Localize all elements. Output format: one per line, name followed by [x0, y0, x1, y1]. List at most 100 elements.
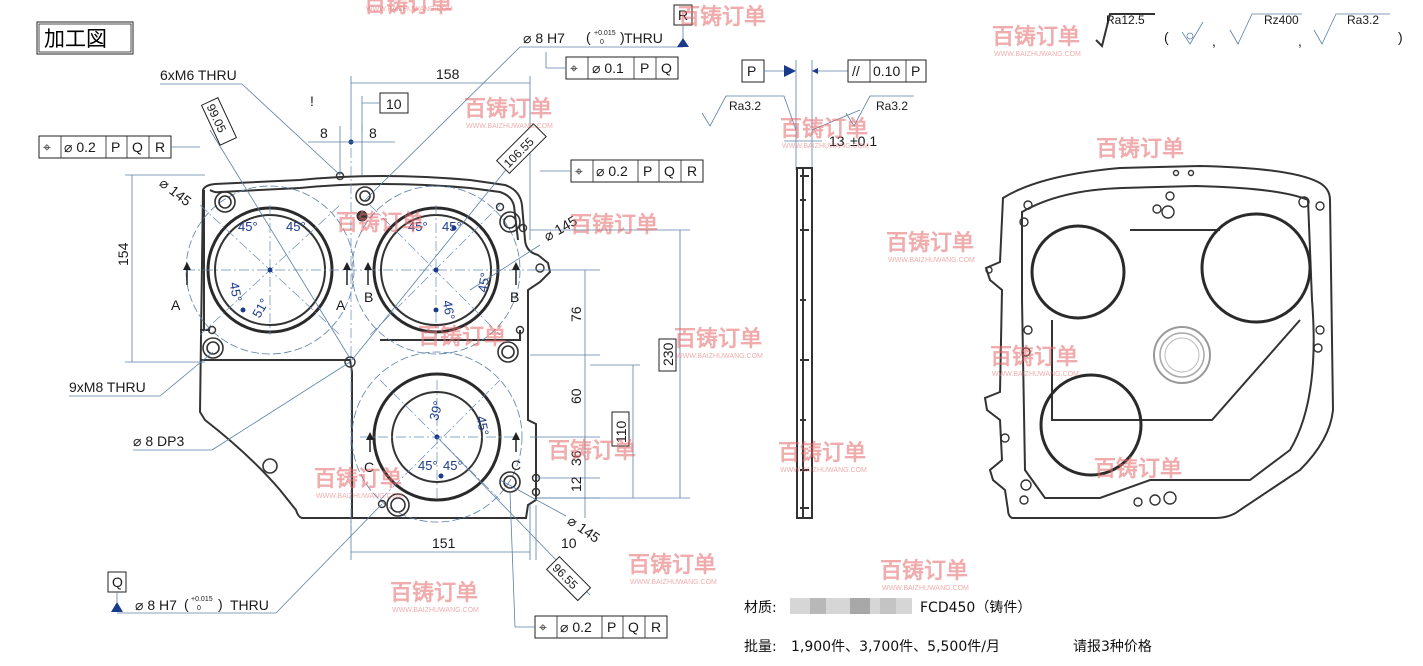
watermark-brand: 百铸订单 — [418, 324, 506, 350]
watermark-brand: 百铸订单 — [390, 580, 478, 606]
angle-label: 46° — [440, 299, 458, 321]
svg-text:): ) — [620, 29, 625, 45]
watermark-brand: 百铸订单 — [464, 96, 552, 122]
section-mark-b-left: B — [364, 289, 373, 305]
angle-label: 45° — [418, 458, 438, 473]
fcf-datum: Q — [664, 163, 675, 179]
roughness-rz-icon — [1229, 13, 1302, 45]
comma-1: , — [1212, 33, 1216, 49]
angle-label: 39° — [426, 399, 446, 422]
angle-label: 45° — [443, 458, 463, 473]
close-paren: ) — [1398, 29, 1403, 45]
svg-text:(: ( — [586, 29, 591, 45]
watermark-brand: 百铸订单 — [548, 438, 636, 464]
watermark-brand: 百铸订单 — [364, 0, 452, 18]
thickness: 13 — [829, 133, 845, 149]
fcf-left: ⌖ ⌀ 0.2 P Q R — [38, 135, 200, 159]
watermark-brand: 百铸订单 — [992, 24, 1080, 50]
back-view-holes — [985, 169, 1325, 507]
datum-q: Q — [112, 574, 123, 590]
roughness-ra-icon — [1313, 13, 1390, 45]
watermark-brand: 百铸订单 — [1094, 456, 1182, 482]
m6-thread-callout: 6xM6 THRU — [160, 67, 237, 83]
fcf-datum: R — [687, 163, 697, 179]
fcf-bottom: ⌖ ⌀ 0.2 P Q R — [509, 491, 668, 639]
front-view: 45° 45° 45° 45° 45° 51° 46° 45° 39° 45° … — [171, 130, 552, 530]
back-view — [983, 164, 1335, 519]
fcf-datum: P — [607, 619, 616, 635]
fcf-datum: R — [155, 139, 165, 155]
fcf-top-bore: ⌖ ⌀ 0.1 P Q — [545, 52, 679, 80]
watermark-url: WWW.BAIZHUWANG.COM — [630, 579, 717, 586]
datum-p: P — [747, 63, 756, 79]
svg-text:(: ( — [184, 596, 189, 612]
watermark-brand: 百铸订单 — [314, 466, 402, 492]
parallelism-icon: // — [852, 63, 860, 79]
bore-top-callout: ⌀ 8 H7 — [523, 30, 565, 46]
dim-158: 158 — [436, 66, 460, 82]
quantity-value: 1,900件、3,700件、5,500件/月 — [791, 639, 1000, 655]
front-view-outline — [198, 175, 552, 519]
angle-label: 45° — [408, 219, 428, 234]
roughness-ra32: Ra3.2 — [1347, 13, 1379, 27]
drawing-title: 加工図 — [44, 27, 107, 51]
m8-thread-callout: 9xM8 THRU — [69, 379, 146, 395]
position-symbol-icon: ⌖ — [43, 139, 51, 155]
angle-label: 51° — [249, 296, 272, 321]
datum-q-triangle-icon — [111, 602, 123, 612]
fcf-datum: Q — [628, 619, 639, 635]
angle-label: 45° — [442, 219, 462, 234]
watermark-url: WWW.BAIZHUWANG.COM — [780, 467, 867, 474]
quantity-label: 批量: — [744, 639, 777, 655]
fcf-datum: R — [651, 619, 661, 635]
callouts: ⌀ 8 H7 +0.015 0 () THRU R ⌖ ⌀ 0.1 P Q 6x… — [38, 4, 704, 639]
fcf-tolerance: ⌀ 0.2 — [596, 163, 628, 179]
bore-bottom-tol-lower: 0 — [197, 605, 201, 612]
watermark-url: WWW.BAIZHUWANG.COM — [466, 123, 553, 130]
angle-label: 45° — [474, 415, 492, 437]
fcf-datum: P — [111, 139, 120, 155]
fcf-right: ⌖ ⌀ 0.2 P Q R — [540, 159, 704, 183]
watermark-brand: 百铸订单 — [990, 344, 1078, 370]
position-symbol-icon: ⌖ — [575, 163, 583, 179]
section-mark-c-right: C — [511, 457, 521, 473]
dim-110: 110 — [613, 420, 629, 443]
watermark-brand: 百铸订单 — [674, 326, 762, 352]
roughness-symbol-icon — [1095, 13, 1155, 48]
section-mark-a-left: A — [171, 297, 181, 313]
angle-labels: 45° 45° 45° 45° 45° 51° 46° 45° 39° 45° … — [227, 219, 493, 473]
bore-top-suffix: THRU — [624, 30, 663, 46]
watermark-brand: 百铸订单 — [778, 440, 866, 466]
datum-p-triangle-icon — [784, 65, 796, 77]
watermark-url: WWW.BAIZHUWANG.COM — [392, 607, 479, 614]
angle-label: 45° — [475, 271, 493, 293]
watermark-url: WWW.BAIZHUWANG.COM — [782, 143, 869, 150]
dim-36: 36 — [568, 450, 584, 466]
dim-154: 154 — [115, 242, 131, 266]
parallelism-fcf: // 0.10 P — [847, 59, 927, 83]
position-symbol-icon: ⌖ — [570, 60, 578, 76]
fcf-datum: P — [643, 163, 652, 179]
angle-label: 45° — [286, 219, 306, 234]
dim-230: 230 — [660, 342, 676, 366]
watermark-brand: 百铸订单 — [628, 552, 716, 578]
dim-8-right: 8 — [369, 125, 377, 141]
general-roughness: Ra12.5 — [1106, 13, 1145, 27]
watermark-url: WWW.BAIZHUWANG.COM — [994, 51, 1081, 58]
angle-label: 45° — [238, 219, 258, 234]
watermark-url: WWW.BAIZHUWANG.COM — [366, 6, 453, 13]
watermark-brand: 百铸订单 — [336, 210, 424, 236]
side-view: P // 0.10 P Ra3.2 Ra3.2 13 ±0.1 — [701, 59, 927, 519]
bore-bottom-tol-upper: +0.015 — [191, 596, 213, 603]
parallelism-datum: P — [911, 63, 920, 79]
material-label: 材质: — [744, 600, 777, 616]
back-view-outline — [983, 164, 1335, 519]
fcf-datum: Q — [132, 139, 143, 155]
dim-60: 60 — [568, 388, 584, 404]
watermark-brand: 百铸订单 — [678, 4, 766, 30]
bore-top-tol-upper: +0.015 — [594, 30, 616, 37]
datum-r-triangle-icon — [677, 38, 689, 47]
watermark-brand: 百铸订单 — [570, 212, 658, 238]
dim-10-bottom: 10 — [561, 535, 577, 551]
watermark-brand: 百铸订单 — [780, 116, 868, 142]
